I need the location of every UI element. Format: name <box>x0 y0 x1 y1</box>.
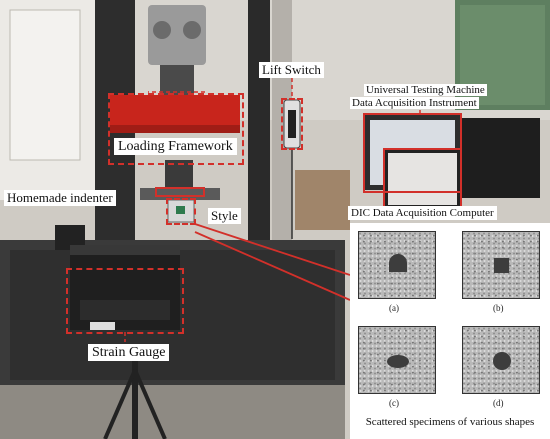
loading-framework-label: Loading Framework <box>114 138 237 156</box>
loading-framework-highlight <box>108 93 244 165</box>
dic-monitor-highlight <box>383 148 462 210</box>
specimen-b <box>462 231 540 299</box>
specimens-panel: (a) (b) (c) (d) <box>350 223 550 439</box>
specimens-footer-caption: Scattered specimens of various shapes <box>350 416 550 428</box>
utm-label-line1: Universal Testing Machine <box>364 84 487 97</box>
ellipse-hole <box>387 355 409 368</box>
dic-computer-label: DIC Data Acquisition Computer <box>348 206 497 221</box>
specimen-c <box>358 326 436 394</box>
style-specimen-highlight <box>166 198 196 225</box>
strain-gauge-label: Strain Gauge <box>88 344 170 362</box>
style-label: Style <box>208 208 241 225</box>
arch-hole <box>389 254 407 272</box>
circle-hole <box>493 352 511 370</box>
homemade-indenter-label: Homemade indenter <box>4 190 116 207</box>
specimen-d <box>462 326 540 394</box>
indenter-highlight <box>155 187 205 197</box>
specimen-d-caption: (d) <box>493 398 504 408</box>
specimen-a <box>358 231 436 299</box>
lift-switch-label: Lift Switch <box>259 62 324 79</box>
lift-switch-highlight <box>281 98 303 150</box>
specimen-b-caption: (b) <box>493 303 504 313</box>
utm-label-line2: Data Acquisition Instrument <box>350 97 479 110</box>
strain-gauge-highlight <box>66 268 184 334</box>
specimen-a-caption: (a) <box>389 303 399 313</box>
square-hole <box>494 258 509 273</box>
specimen-c-caption: (c) <box>389 398 399 408</box>
